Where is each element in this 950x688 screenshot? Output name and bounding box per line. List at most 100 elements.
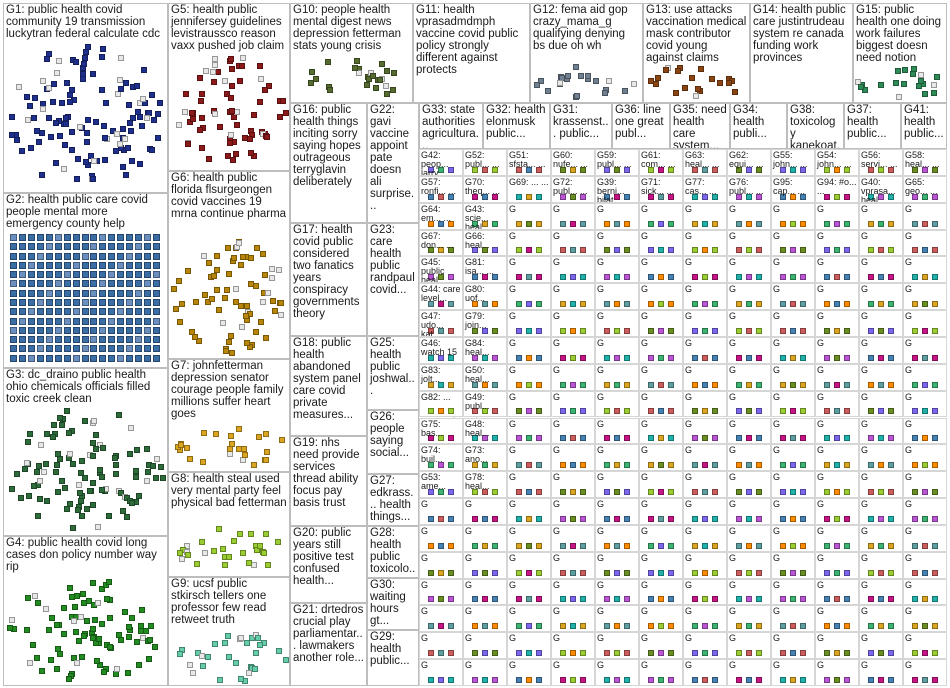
small-group-cell[interactable]: G (463, 551, 507, 579)
small-group-cell[interactable]: G (595, 310, 639, 337)
small-group-cell[interactable]: G (507, 632, 551, 660)
small-group-cell[interactable]: G55: john... ... (771, 149, 815, 176)
small-group-cell[interactable]: G (859, 256, 903, 284)
small-group-cell[interactable]: G61: com... ... (639, 149, 683, 176)
small-group-cell[interactable]: G (727, 363, 771, 391)
small-group-cell[interactable]: G (419, 498, 463, 525)
small-group-cell[interactable]: G (903, 524, 947, 552)
small-group-cell[interactable]: G (551, 229, 595, 257)
small-group-cell[interactable]: G (903, 471, 947, 499)
group-g33[interactable]: G33: state authorities agricultura... (419, 103, 483, 149)
small-group-cell[interactable]: G (683, 310, 727, 337)
small-group-cell[interactable]: G (859, 471, 903, 499)
small-group-cell[interactable]: G (595, 632, 639, 660)
small-group-cell[interactable]: G (595, 605, 639, 633)
small-group-cell[interactable]: G54: john... ... (815, 149, 859, 176)
group-g9[interactable]: G9: ucsf public stkirsch tellers one pro… (168, 577, 290, 686)
small-group-cell[interactable]: G (903, 363, 947, 391)
small-group-cell[interactable]: G (727, 444, 771, 472)
small-group-cell[interactable]: G (683, 605, 727, 633)
small-group-cell[interactable]: G (683, 363, 727, 391)
small-group-cell[interactable]: G80: uof... (463, 283, 507, 311)
small-group-cell[interactable]: G (903, 390, 947, 418)
small-group-cell[interactable]: G (815, 417, 859, 445)
small-group-cell[interactable]: G (903, 578, 947, 606)
group-g5[interactable]: G5: health public jennifersey guidelines… (168, 3, 290, 171)
small-group-cell[interactable]: G (727, 202, 771, 230)
small-group-cell[interactable]: G (815, 202, 859, 230)
group-g3[interactable]: G3: dc_draino public health ohio chemica… (3, 368, 168, 536)
small-group-cell[interactable]: G (903, 229, 947, 257)
small-group-cell[interactable]: G (859, 336, 903, 364)
small-group-cell[interactable]: G (771, 471, 815, 499)
small-group-cell[interactable]: G (903, 202, 947, 230)
small-group-cell[interactable]: G (507, 229, 551, 257)
small-group-cell[interactable]: G (771, 336, 815, 364)
small-group-cell[interactable]: G62: equi... ... (727, 149, 771, 176)
small-group-cell[interactable]: G39: berni... bilat... (595, 175, 639, 203)
group-g17[interactable]: G17: health covid public considered two … (290, 223, 367, 336)
small-group-cell[interactable]: G94: #o... ... (815, 175, 859, 203)
small-group-cell[interactable]: G81: isa... ... (463, 256, 507, 284)
small-group-cell[interactable]: G (507, 605, 551, 633)
small-group-cell[interactable]: G64: em... ... (419, 202, 463, 230)
small-group-cell[interactable]: G (639, 444, 683, 472)
small-group-cell[interactable]: G (419, 551, 463, 579)
small-group-cell[interactable]: G (903, 256, 947, 284)
small-group-cell[interactable]: G (859, 229, 903, 257)
small-group-cell[interactable]: G (903, 336, 947, 364)
small-group-cell[interactable]: G (639, 310, 683, 337)
small-group-cell[interactable]: G (639, 471, 683, 499)
small-group-cell[interactable]: G (683, 659, 727, 686)
small-group-cell[interactable]: G (727, 229, 771, 257)
small-group-cell[interactable]: G (639, 363, 683, 391)
small-group-cell[interactable]: G (639, 283, 683, 311)
small-group-cell[interactable]: G42: peop... larry... (419, 149, 463, 176)
small-group-cell[interactable]: G (771, 283, 815, 311)
small-group-cell[interactable]: G71: sick... ... (639, 175, 683, 203)
small-group-cell[interactable]: G (683, 551, 727, 579)
group-g31[interactable]: G31: krassenst... public... (550, 103, 612, 149)
small-group-cell[interactable]: G46: watch 15 (419, 336, 463, 364)
small-group-cell[interactable]: G (419, 632, 463, 660)
small-group-cell[interactable]: G (463, 659, 507, 686)
small-group-cell[interactable]: G (683, 578, 727, 606)
small-group-cell[interactable]: G (771, 417, 815, 445)
small-group-cell[interactable]: G (463, 578, 507, 606)
small-group-cell[interactable]: G (595, 578, 639, 606)
small-group-cell[interactable]: G67: don... ... (419, 229, 463, 257)
small-group-cell[interactable]: G77: cas... ... (683, 175, 727, 203)
small-group-cell[interactable]: G (551, 256, 595, 284)
small-group-cell[interactable]: G (727, 551, 771, 579)
small-group-cell[interactable]: G69: ... ... (507, 175, 551, 203)
small-group-cell[interactable]: G (815, 444, 859, 472)
group-g20[interactable]: G20: public years still positive test co… (290, 526, 367, 603)
small-group-cell[interactable]: G (639, 605, 683, 633)
small-group-cell[interactable]: G66: heal... (463, 229, 507, 257)
small-group-cell[interactable]: G73: ano... (463, 444, 507, 472)
group-g19[interactable]: G19: nhs need provide services thread ab… (290, 436, 367, 526)
small-group-cell[interactable]: G47: udo... kat... (419, 310, 463, 337)
small-group-cell[interactable]: G70: theq... ... (463, 175, 507, 203)
small-group-cell[interactable]: G52: publ... ... (463, 149, 507, 176)
small-group-cell[interactable]: G75: bas... (419, 417, 463, 445)
small-group-cell[interactable]: G (639, 578, 683, 606)
small-group-cell[interactable]: G (463, 605, 507, 633)
group-g7[interactable]: G7: johnfetterman depression senator cou… (168, 359, 290, 472)
small-group-cell[interactable]: G (815, 310, 859, 337)
small-group-cell[interactable]: G (639, 524, 683, 552)
small-group-cell[interactable]: G (727, 256, 771, 284)
small-group-cell[interactable]: G (551, 310, 595, 337)
small-group-cell[interactable]: G (771, 390, 815, 418)
small-group-cell[interactable]: G (859, 444, 903, 472)
small-group-cell[interactable]: G (551, 578, 595, 606)
small-group-cell[interactable]: G (595, 551, 639, 579)
small-group-cell[interactable]: G (727, 390, 771, 418)
small-group-cell[interactable]: G (595, 202, 639, 230)
small-group-cell[interactable]: G (683, 390, 727, 418)
small-group-cell[interactable]: G (683, 417, 727, 445)
group-g29[interactable]: G29: health public... (367, 630, 419, 686)
small-group-cell[interactable]: G (903, 605, 947, 633)
small-group-cell[interactable]: G (595, 471, 639, 499)
small-group-cell[interactable]: G (771, 202, 815, 230)
